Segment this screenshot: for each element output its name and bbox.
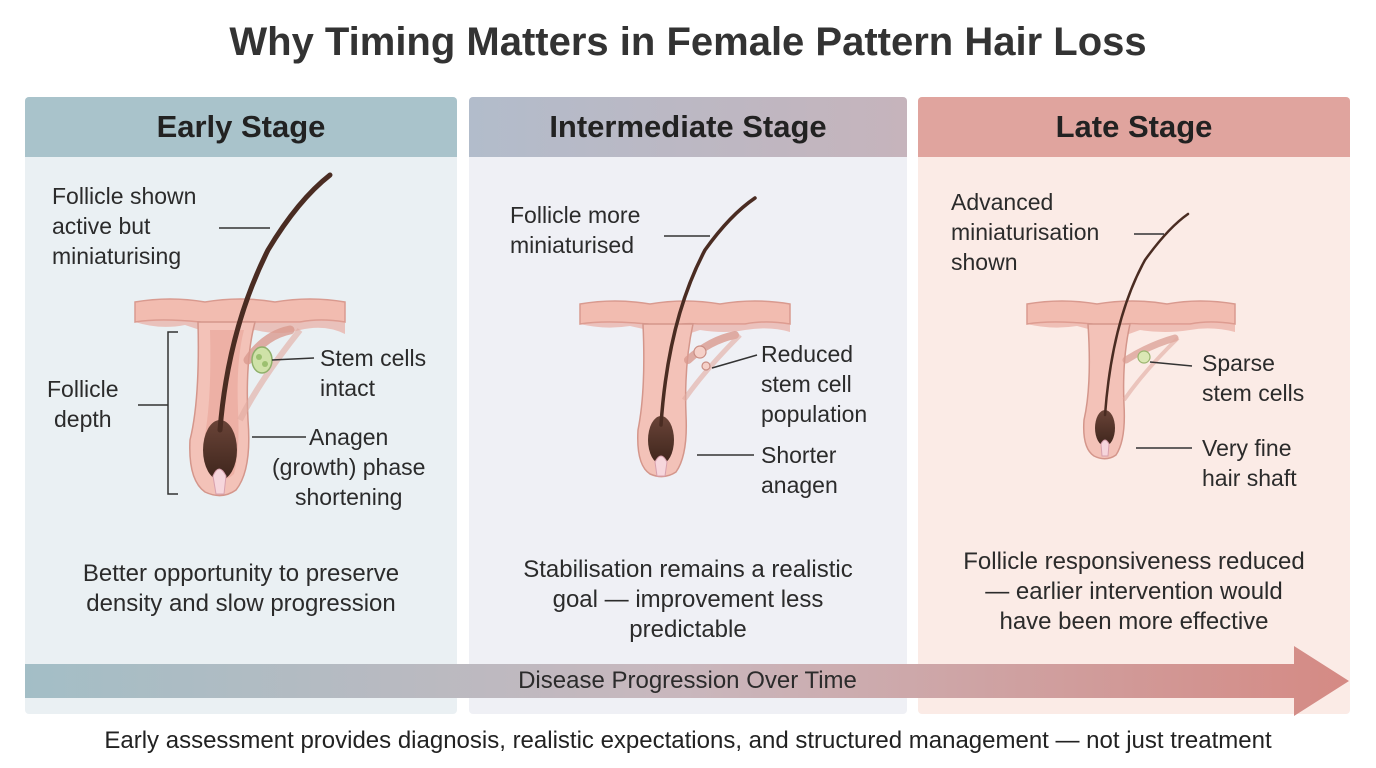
early-phase-label: Anagen (growth) phase shortening [272, 424, 426, 510]
early-stage-header: Early Stage [25, 97, 457, 157]
intermediate-follicle-illustration [579, 196, 791, 478]
late-follicle-note: Advanced miniaturisation shown [951, 189, 1100, 275]
intermediate-phase-label: Shorter anagen [761, 442, 838, 498]
progression-label: Disease Progression Over Time [518, 667, 857, 694]
intermediate-stage-caption: Stabilisation remains a realistic goal —… [523, 556, 853, 643]
footer-note: Early assessment provides diagnosis, rea… [104, 727, 1272, 754]
late-follicle-illustration [1026, 212, 1236, 460]
early-leader-lines [138, 227, 315, 495]
late-leader-lines [1134, 233, 1193, 449]
late-stage-header: Late Stage [918, 97, 1350, 157]
page-title: Why Timing Matters in Female Pattern Hai… [229, 20, 1147, 64]
intermediate-stem-cells-label: Reduced stem cell population [761, 341, 868, 427]
intermediate-follicle-note: Follicle more miniaturised [510, 202, 641, 258]
intermediate-stage-header: Intermediate Stage [469, 97, 907, 157]
early-follicle-note: Follicle shown active but miniaturising [52, 183, 197, 269]
early-depth-label: Follicle depth [47, 376, 119, 432]
progression-arrow [25, 646, 1349, 716]
late-stage-caption: Follicle responsiveness reduced — earlie… [963, 548, 1305, 635]
early-stem-cells-label: Stem cells intact [320, 345, 427, 401]
intermediate-leader-lines [664, 235, 758, 456]
late-stage-panel: Late Stage [918, 97, 1350, 714]
late-shaft-label: Very fine hair shaft [1202, 435, 1297, 491]
intermediate-stage-panel: Intermediate Stage [469, 97, 907, 714]
early-stage-caption: Better opportunity to preserve density a… [82, 560, 400, 617]
late-stem-cells-label: Sparse stem cells [1202, 350, 1305, 406]
early-follicle-illustration [134, 172, 346, 497]
